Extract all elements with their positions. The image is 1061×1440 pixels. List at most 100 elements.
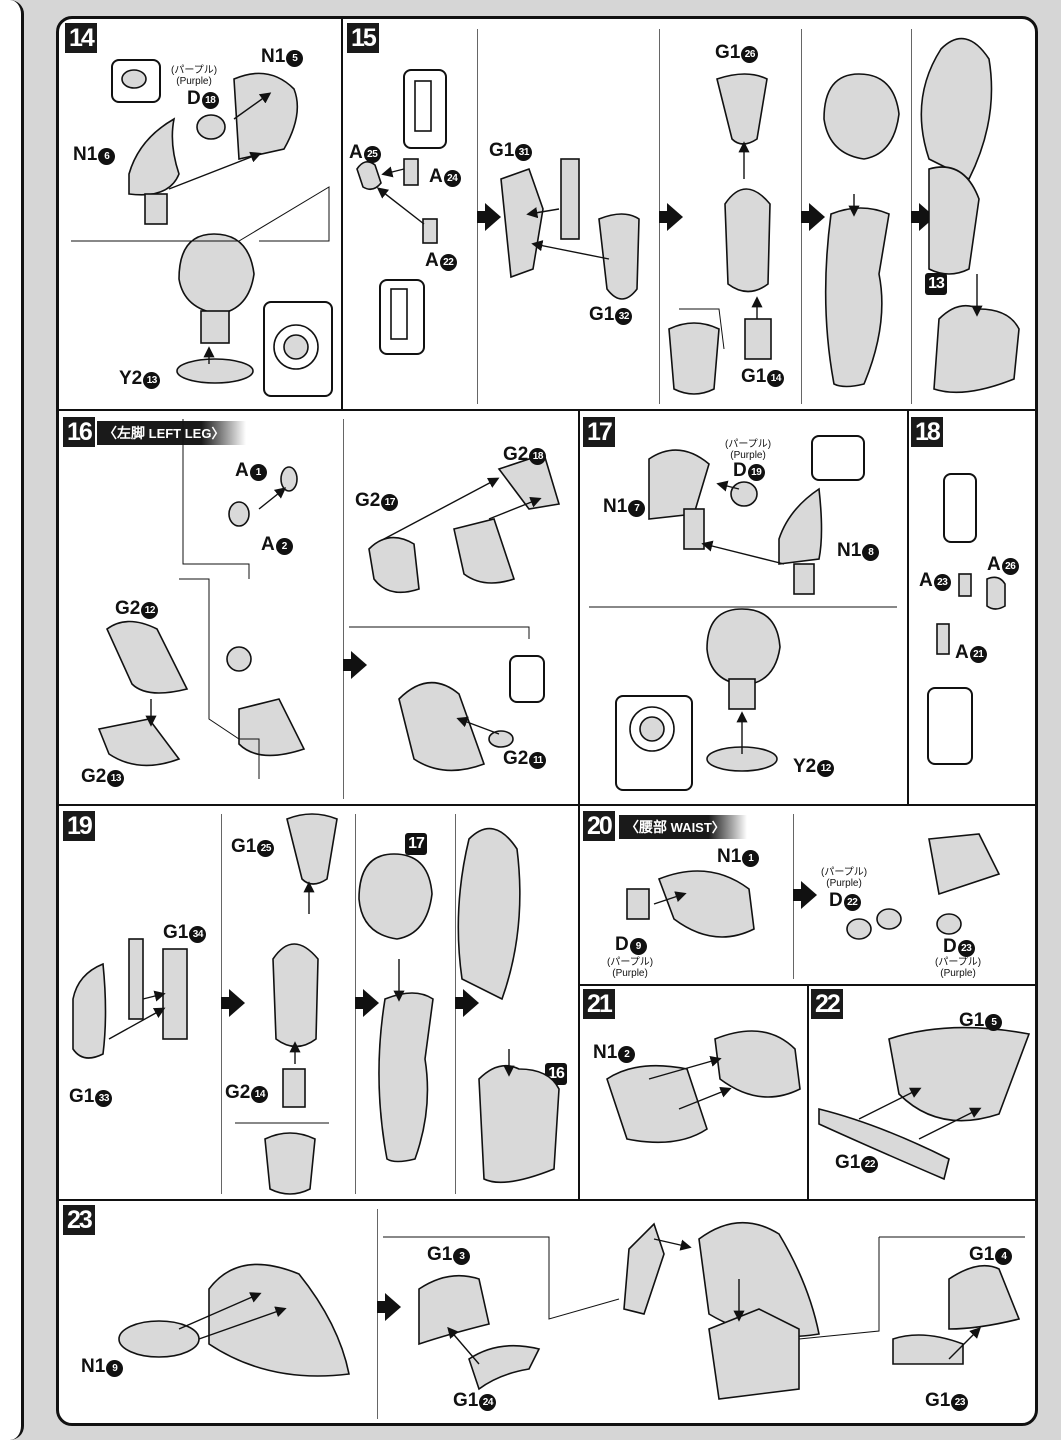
part-number: 22 [439,254,457,271]
purple-note: (パープル)(Purple) [725,439,771,461]
part-runner: G2 [355,490,381,511]
sub-divider [377,1209,378,1419]
callout-pointer [383,1236,620,1320]
leg-part-shape [824,207,890,388]
assembly-arrow [648,1055,722,1080]
row-divider [59,804,1035,806]
callout-pointer [679,308,725,350]
leg-part-shape [846,918,872,940]
part-number: 8 [862,544,880,561]
assembly-arrow [716,480,740,492]
leg-part-shape [418,1274,490,1346]
part-runner: N1 [603,496,628,517]
part-number: 5 [985,1014,1003,1031]
callout-pointer [179,578,260,779]
leg-part-shape [933,304,1020,394]
leg-part-shape [623,1222,665,1315]
next-arrow-icon [455,989,479,1017]
leg-part-shape [730,481,758,507]
leg-part-shape [928,166,980,275]
leg-part-shape [683,508,705,550]
leg-part-shape [422,218,438,244]
leg-part-shape [72,962,107,1059]
note-en: (Purple) [612,968,648,979]
part-number: 13 [143,372,161,389]
next-arrow-icon [377,1293,401,1321]
leg-part-shape [668,322,720,395]
note-en: (Purple) [176,76,212,87]
leg-part-shape [560,158,580,240]
part-runner: N1 [261,46,286,67]
part-runner: G1 [741,366,767,387]
part-number: 22 [861,1156,879,1173]
detail-callout [943,473,977,543]
assembly-arrow [948,1327,981,1360]
leg-part-shape [403,158,419,186]
assembly-arrow [168,151,262,190]
part-number: 1 [742,850,760,867]
detail-callout [927,687,973,765]
part-runner: G1 [69,1086,95,1107]
note-jp: (パープル) [821,867,868,878]
leg-part-shape [716,73,768,145]
part-number: 31 [515,144,533,161]
note-en: (Purple) [826,878,862,889]
leg-part-shape [818,1107,950,1181]
step-number: 22 [811,989,843,1019]
leg-part-shape [356,161,382,191]
part-runner: G1 [925,1390,951,1411]
part-number: 23 [933,574,951,591]
step-number: 19 [63,811,95,841]
section-title-waist: 〈腰部 WAIST〉 [619,815,747,839]
leg-part-shape [876,908,902,930]
leg-part-shape [500,167,544,279]
section-title-left-leg: 〈左脚 LEFT LEG〉 [97,421,247,445]
part-runner: D [733,460,747,481]
leg-part-shape [936,623,950,655]
assembly-arrow [381,166,405,178]
part-runner: G1 [589,304,615,325]
leg-part-shape [106,620,189,694]
part-number: 21 [969,646,987,663]
assembly-arrow [233,92,272,120]
leg-part-shape [986,576,1006,610]
assembly-arrow [526,207,560,219]
previous-page-edge [0,0,24,1440]
part-runner: G1 [231,836,257,857]
detail-callout [509,655,545,703]
leg-part-shape [936,913,962,935]
assembly-reference-13: 13 [925,273,947,295]
part-number: 12 [817,760,835,777]
leg-part-shape [457,827,521,1001]
part-runner: G1 [959,1010,985,1031]
part-runner: G1 [427,1244,453,1265]
part-runner: A [429,166,443,187]
note-en: (Purple) [940,968,976,979]
step-number: 23 [63,1205,95,1235]
callout-pointer [182,419,250,579]
leg-part-shape [606,1064,708,1144]
part-runner: G1 [715,42,741,63]
next-arrow-icon [793,881,817,909]
part-runner: G2 [81,766,107,787]
assembly-arrow [376,187,425,225]
instruction-page: 14 15 16 〈左脚 LEFT LEG〉 17 18 19 20 〈腰部 W… [56,16,1038,1426]
assembly-arrow [108,1007,166,1040]
part-number: 12 [141,602,159,619]
leg-part-shape [280,466,298,492]
purple-note: (パープル)(Purple) [607,957,653,979]
part-runner: G1 [453,1390,479,1411]
assembly-arrow [456,716,500,735]
part-runner: G2 [503,444,529,465]
next-arrow-icon [355,989,379,1017]
